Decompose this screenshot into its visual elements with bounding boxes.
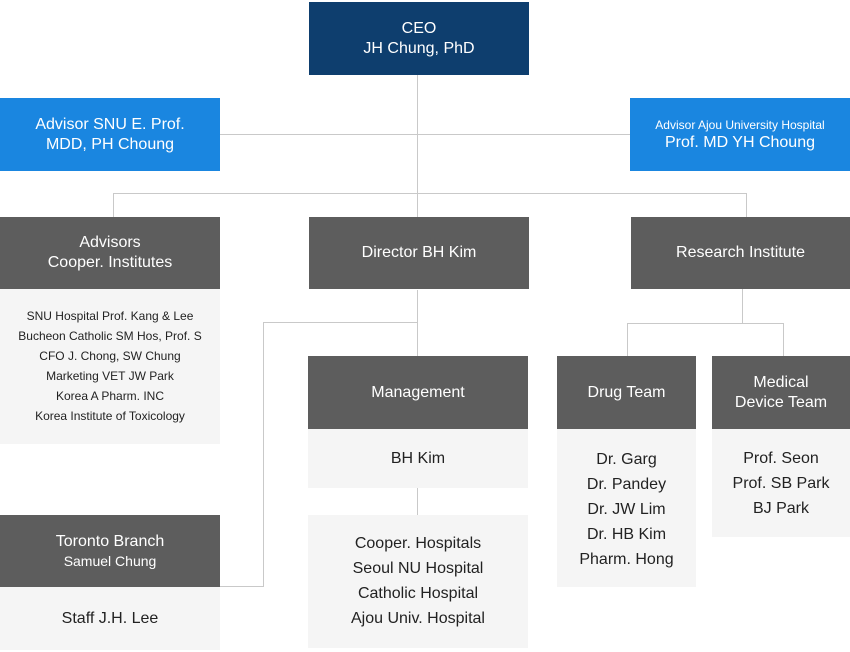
device-team-line1: Medical [753, 373, 809, 391]
management-head-panel: BH Kim [308, 429, 528, 488]
drug-team-member: Dr. HB Kim [586, 526, 667, 543]
drug-team-title: Drug Team [587, 383, 666, 401]
advisor-member: Korea A Pharm. INC [55, 389, 165, 403]
connector-advisors-h [220, 134, 630, 135]
connector-research-down [742, 289, 743, 323]
drug-team-member: Dr. Pandey [586, 476, 667, 493]
research-title: Research Institute [676, 244, 805, 261]
drug-team-members-panel: Dr. Garg Dr. Pandey Dr. JW Lim Dr. HB Ki… [557, 429, 696, 587]
ceo-box: CEO JH Chung, PhD [309, 2, 529, 75]
connector-toronto-h [263, 322, 418, 323]
drug-team-member: Dr. Garg [596, 451, 657, 468]
device-team-member: Prof. SB Park [732, 475, 830, 492]
partner-item: Catholic Hospital [357, 585, 479, 602]
advisors-subtitle: Cooper. Institutes [47, 254, 173, 271]
toronto-title: Toronto Branch [55, 533, 165, 550]
device-team-member: BJ Park [752, 500, 809, 517]
partner-item: Cooper. Hospitals [354, 535, 482, 552]
advisors-title: Advisors [79, 234, 141, 251]
device-team-box: Medical Device Team [712, 356, 850, 429]
advisor-member: CFO J. Chong, SW Chung [39, 349, 181, 363]
advisor-member: SNU Hospital Prof. Kang & Lee [26, 309, 194, 323]
connector-ceo-down [417, 74, 418, 218]
management-box: Management [308, 356, 528, 429]
device-team-line2: Device Team [734, 393, 828, 411]
partner-item: Seoul NU Hospital [352, 560, 484, 577]
connector-device-down [783, 323, 784, 356]
research-institute-box: Research Institute [631, 217, 850, 289]
drug-team-member: Pharm. Hong [579, 551, 674, 568]
toronto-name: Samuel Chung [63, 553, 157, 569]
partner-item: Ajou Univ. Hospital [351, 610, 485, 627]
advisor-left-line1: Advisor SNU E. Prof. [35, 115, 185, 133]
advisors-members-panel: SNU Hospital Prof. Kang & Lee Bucheon Ca… [0, 289, 220, 444]
management-head: BH Kim [390, 449, 446, 467]
director-box: Director BH Kim [309, 217, 529, 289]
connector-branch-h [113, 193, 747, 194]
advisor-right-box: Advisor Ajou University Hospital Prof. M… [630, 98, 850, 171]
drug-team-member: Dr. JW Lim [587, 501, 666, 518]
connector-director-down [417, 290, 418, 356]
ceo-title: CEO [401, 19, 437, 37]
toronto-staff: Staff J.H. Lee [61, 609, 159, 627]
device-team-member: Prof. Seon [743, 450, 819, 467]
connector-right-down [746, 193, 747, 217]
director-title: Director BH Kim [361, 244, 477, 261]
connector-left-down [113, 193, 114, 217]
device-team-members-panel: Prof. Seon Prof. SB Park BJ Park [712, 429, 850, 537]
advisor-member: Marketing VET JW Park [46, 369, 174, 383]
advisor-member: Korea Institute of Toxicology [35, 409, 185, 423]
management-title: Management [371, 383, 465, 401]
toronto-staff-panel: Staff J.H. Lee [0, 587, 220, 650]
toronto-branch-box: Toronto Branch Samuel Chung [0, 515, 220, 587]
connector-toronto-v [263, 322, 264, 587]
connector-teams-h [627, 323, 783, 324]
advisor-right-line2: Prof. MD YH Choung [665, 133, 815, 151]
advisor-right-line1: Advisor Ajou University Hospital [655, 117, 825, 132]
ceo-name: JH Chung, PhD [363, 39, 475, 57]
connector-toronto-stub [220, 586, 264, 587]
drug-team-box: Drug Team [557, 356, 696, 429]
advisor-left-box: Advisor SNU E. Prof. MDD, PH Choung [0, 98, 220, 171]
management-partners-panel: Cooper. Hospitals Seoul NU Hospital Cath… [308, 515, 528, 648]
connector-management-inner [417, 488, 418, 515]
advisor-left-line2: MDD, PH Choung [45, 135, 175, 153]
connector-drug-down [627, 323, 628, 356]
advisor-member: Bucheon Catholic SM Hos, Prof. S [18, 329, 202, 343]
advisors-box: Advisors Cooper. Institutes [0, 217, 220, 289]
